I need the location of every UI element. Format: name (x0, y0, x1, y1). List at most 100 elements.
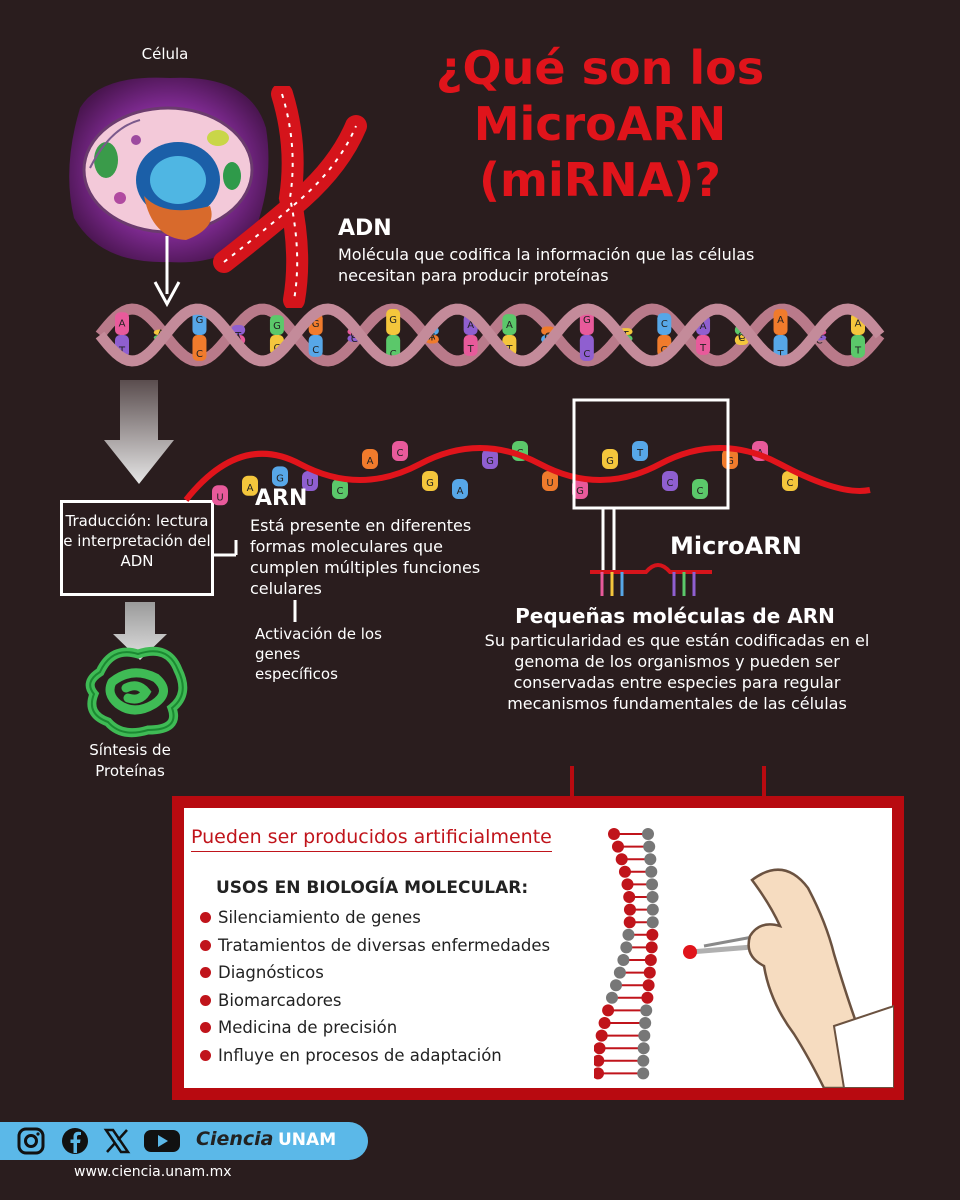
panel-connectors (570, 766, 766, 798)
mirna-description: Su particularidad es que están codificad… (484, 631, 870, 713)
dna-base-shape (579, 335, 594, 361)
youtube-icon[interactable] (142, 1127, 182, 1155)
rna-base-shape (542, 471, 558, 491)
rna-base-letter: C (787, 478, 794, 489)
page-title: ¿Qué son los MicroARN (miRNA)? (400, 40, 800, 208)
dna-base-letter: G (312, 319, 320, 330)
footer-brand-suffix: UNAM (278, 1130, 337, 1150)
nucleotide-shape (594, 1067, 605, 1080)
dna-base-shape (657, 313, 672, 335)
footer-url[interactable]: www.ciencia.unam.mx (74, 1164, 232, 1180)
nucleotide-shape (620, 941, 633, 954)
bullet-icon (200, 967, 211, 979)
nucleotide-shape (644, 954, 657, 966)
rna-base-shape (332, 479, 348, 500)
nucleotide-shape (640, 1004, 653, 1017)
rna-base-shape (602, 449, 618, 469)
golgi-shape (144, 196, 212, 240)
rna-base-letter: T (636, 448, 644, 459)
bullet-icon (200, 912, 211, 924)
dna-base-letter: A (119, 318, 126, 329)
nucleotide-shape (610, 979, 623, 992)
rna-base-shape (452, 479, 468, 500)
mirna-subheading: Pequeñas moléculas de ARN (515, 604, 835, 628)
rna-base-shape (212, 485, 228, 506)
mitochondria-shape (223, 162, 241, 190)
nucleotide-shape (646, 891, 659, 903)
dna-base-letter: T (428, 332, 436, 343)
nucleotide-shape (615, 853, 628, 866)
uses-panel: Pueden ser producidos artificialmente US… (172, 796, 904, 1100)
rna-base-shape (392, 440, 408, 461)
dna-base-shape (579, 309, 594, 335)
nucleotide-shape (617, 954, 630, 966)
use-item-text: Medicina de precisión (218, 1018, 398, 1037)
vacuole-shape (207, 130, 229, 146)
nucleotide-shape (646, 903, 659, 916)
dna-base-shape (192, 335, 207, 361)
dna-base-letter: A (777, 315, 784, 326)
dna-base-letter: G (196, 315, 204, 326)
use-item: Influye en procesos de adaptación (200, 1042, 550, 1070)
dna-base-letter: T (854, 346, 862, 357)
dna-description: Molécula que codifica la información que… (338, 245, 755, 285)
dna-base-letter: T (467, 344, 475, 355)
bullet-icon (200, 994, 211, 1006)
nucleotide-shape (602, 1004, 615, 1017)
translation-connector (214, 540, 238, 557)
rna-base-shape (242, 475, 258, 496)
nucleotide-shape (623, 916, 636, 929)
dna-base-letter: A (700, 321, 707, 332)
rna-base-letter: A (247, 483, 254, 494)
nucleotide-shape (642, 828, 654, 840)
nucleotide-shape (642, 979, 655, 992)
uses-panel-inner: Pueden ser producidos artificialmente US… (184, 808, 894, 1088)
rna-base-shape (272, 466, 288, 487)
rna-base-letter: U (216, 492, 223, 503)
translation-arrow (104, 380, 174, 484)
bullet-icon (200, 1022, 211, 1034)
rna-base-shape (482, 449, 498, 469)
dna-base-letter: C (312, 345, 319, 356)
translation-box: Traducción: lectura e interpretación del… (60, 500, 214, 596)
dna-base-shape (502, 314, 517, 335)
dna-base-shape (773, 309, 788, 335)
instagram-icon[interactable] (16, 1127, 46, 1155)
title-line-1: ¿Qué son los (435, 41, 765, 95)
use-item-text: Tratamientos de diversas enfermedades (218, 935, 551, 955)
rna-base-letter: A (367, 456, 374, 467)
title-line-3: (miRNA)? (479, 153, 721, 207)
nucleotide-shape (645, 865, 658, 878)
rna-base-letter: G (426, 478, 434, 489)
rna-base-letter: G (486, 456, 494, 467)
dna-base-shape (386, 335, 401, 361)
use-item-text: Diagnósticos (218, 963, 324, 982)
cell-to-dna-arrow (153, 236, 181, 308)
nucleotide-shape (622, 928, 635, 941)
nucleotide-shape (598, 1017, 611, 1029)
nucleotide-shape (645, 941, 658, 954)
rna-base-shape (422, 471, 438, 491)
use-item: Tratamientos de diversas enfermedades (200, 932, 550, 960)
dna-tweezers-illustration (594, 828, 894, 1088)
facebook-icon[interactable] (60, 1127, 90, 1155)
dna-base-letter: G (389, 315, 397, 326)
nucleotide-shape (611, 840, 624, 853)
footer-brand: Ciencia (196, 1128, 274, 1150)
rna-base-shape (572, 479, 588, 500)
x-icon[interactable] (102, 1127, 132, 1155)
use-item-text: Influye en procesos de adaptación (218, 1045, 502, 1065)
sleeve-shape (832, 1004, 894, 1088)
dna-base-letter: A (428, 332, 435, 343)
rna-base-shape (782, 471, 798, 491)
dna-base-shape (696, 335, 711, 355)
rna-base-shape (662, 471, 678, 491)
rna-base-letter: U (546, 478, 553, 489)
nucleotide-shape (623, 903, 636, 916)
rna-base-letter: C (337, 486, 344, 497)
chromosome-illustration (213, 86, 367, 308)
cell-label: Célula (141, 45, 189, 63)
dna-base-letter: A (467, 320, 474, 331)
rna-base-letter: G (726, 456, 734, 467)
